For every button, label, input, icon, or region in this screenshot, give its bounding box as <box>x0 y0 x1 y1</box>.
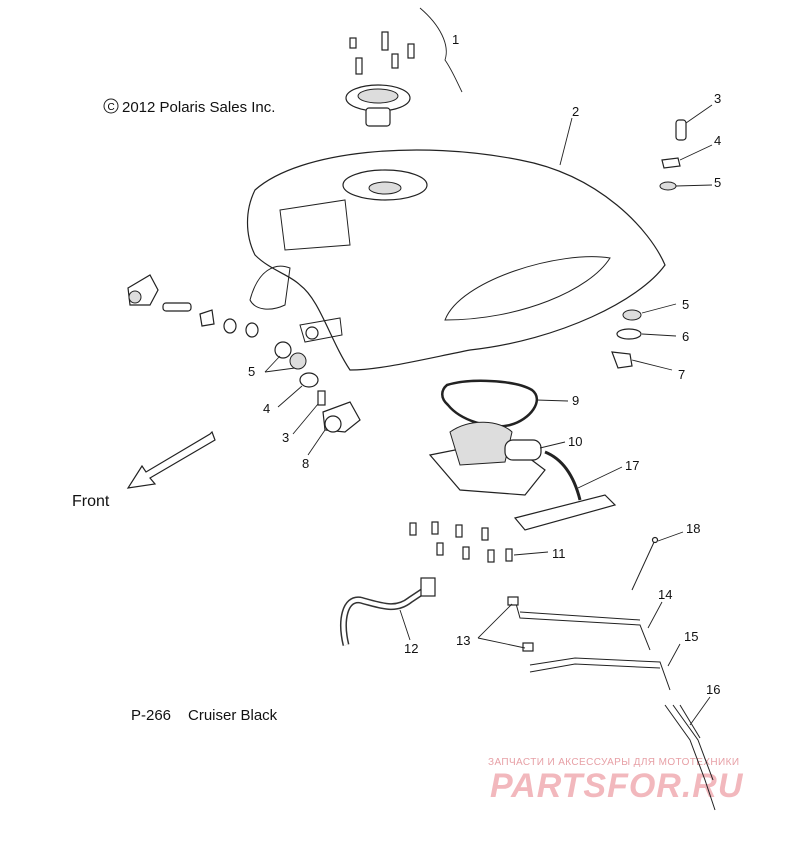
copyright-text: 2012 Polaris Sales Inc. <box>122 99 275 116</box>
leader-lines <box>264 104 713 726</box>
copyright-icon <box>103 98 119 114</box>
part-pump-screws <box>409 521 513 563</box>
callout-6: 6 <box>682 329 689 344</box>
svg-text:C: C <box>108 102 115 113</box>
callout-4: 4 <box>263 401 270 416</box>
watermark-tagline: ЗАПЧАСТИ И АКСЕССУАРЫ ДЛЯ МОТОТЕХНИКИ <box>488 757 739 768</box>
part-fuel-tank <box>246 149 666 371</box>
variant-name: Cruiser Black <box>188 707 278 724</box>
callout-16: 16 <box>706 682 720 697</box>
callout-10: 10 <box>568 434 582 449</box>
part-rod <box>631 536 659 591</box>
callout-1: 1 <box>452 32 459 47</box>
callout-8: 8 <box>302 456 309 471</box>
part-hose <box>340 577 436 646</box>
callout-7: 7 <box>678 367 685 382</box>
left-mounting-hardware <box>127 274 361 433</box>
caption: P-266 Cruiser Black <box>131 707 278 724</box>
callout-13: 13 <box>456 633 470 648</box>
callout-14: 14 <box>658 587 672 602</box>
callout-12: 12 <box>404 641 418 656</box>
copyright: C 2012 Polaris Sales Inc. <box>103 98 275 116</box>
callout-3: 3 <box>282 430 289 445</box>
front-direction-arrow: Front <box>72 430 216 510</box>
callout-2: 2 <box>572 104 579 119</box>
callout-5: 5 <box>248 364 255 379</box>
page-code: P-266 <box>131 707 171 724</box>
right-mounting-hardware <box>611 119 687 369</box>
part-fuel-pump <box>428 421 582 501</box>
front-label: Front <box>72 493 110 510</box>
watermark-brand: PARTSFOR.RU <box>490 767 744 805</box>
part-fuel-lines <box>507 596 671 691</box>
callout-11: 11 <box>552 546 566 561</box>
part-fuel-cap-assembly <box>345 7 463 127</box>
callout-18: 18 <box>686 521 700 536</box>
part-vent-line <box>664 704 716 811</box>
callout-5: 5 <box>682 297 689 312</box>
callout-3: 3 <box>714 91 721 106</box>
callouts: 1 2 3 4 5 5 6 7 5 4 3 8 9 10 17 18 11 14… <box>248 32 721 697</box>
callout-17: 17 <box>625 458 639 473</box>
part-gasket <box>441 379 539 428</box>
callout-5: 5 <box>714 175 721 190</box>
callout-9: 9 <box>572 393 579 408</box>
callout-4: 4 <box>714 133 721 148</box>
cap-screws <box>349 31 415 75</box>
callout-15: 15 <box>684 629 698 644</box>
part-bracket <box>513 494 617 531</box>
watermark: ЗАПЧАСТИ И АКСЕССУАРЫ ДЛЯ МОТОТЕХНИКИ PA… <box>488 757 744 805</box>
